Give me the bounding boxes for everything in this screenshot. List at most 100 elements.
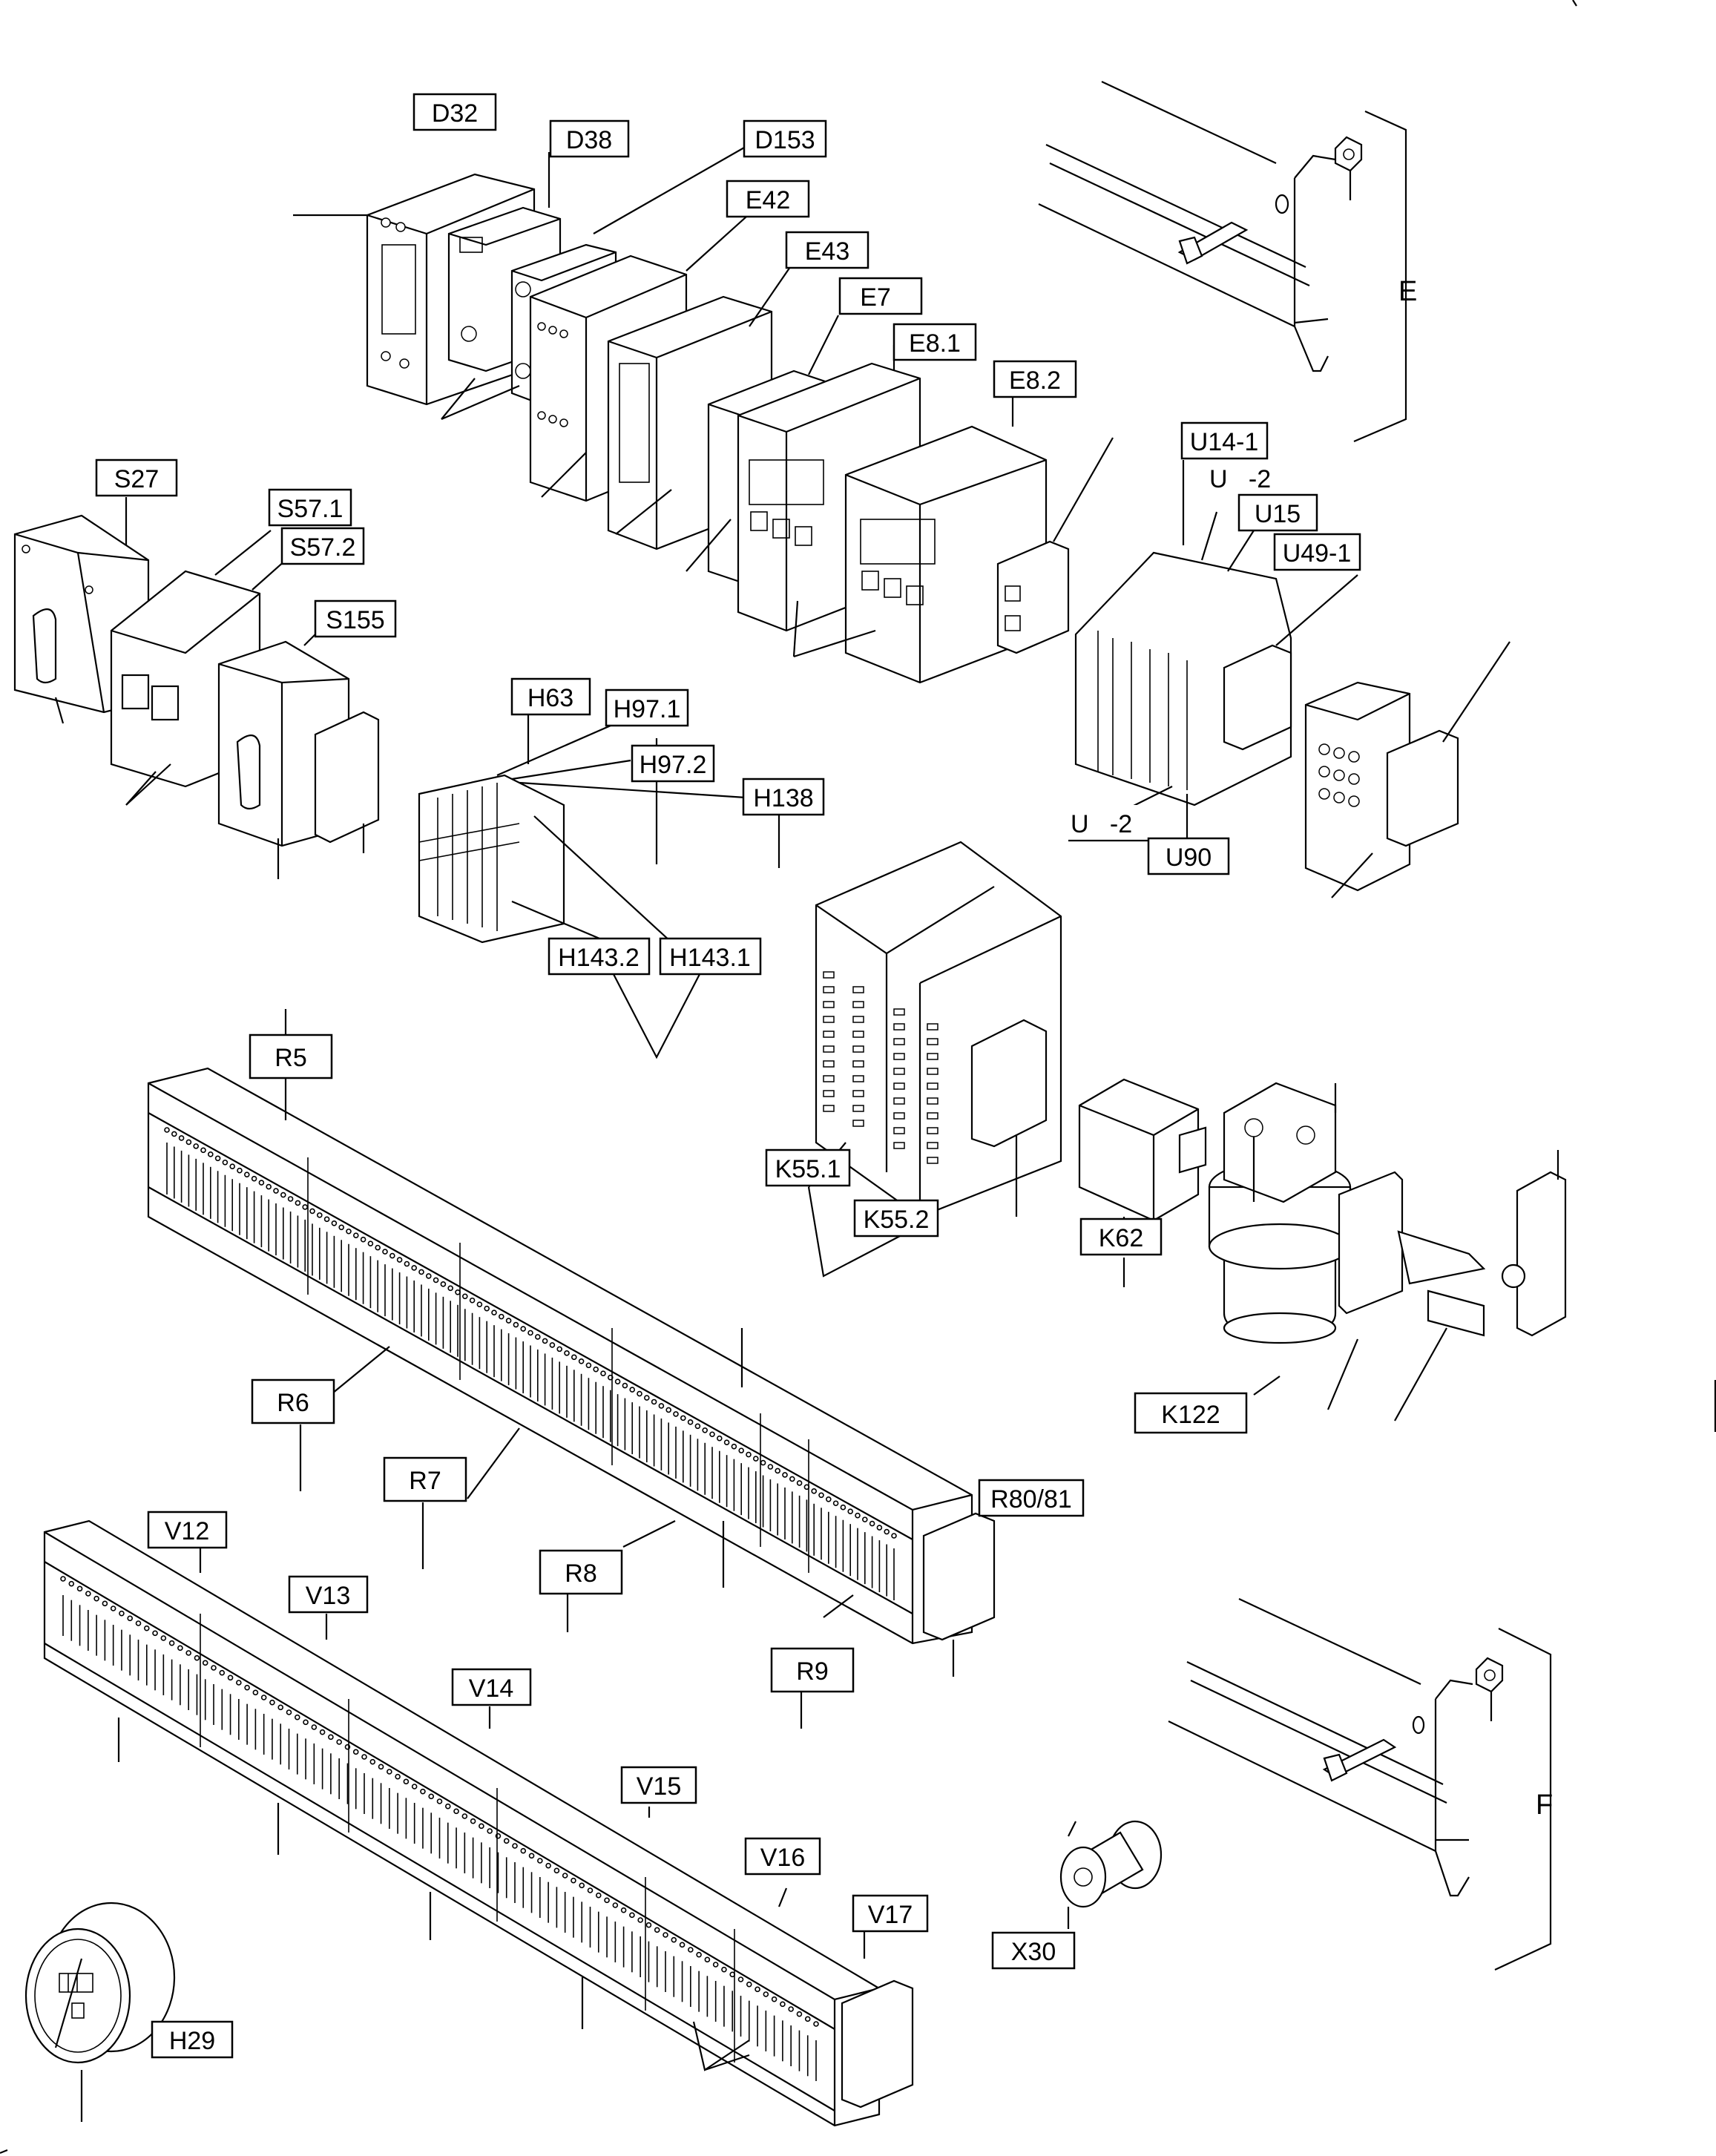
svg-text:R5: R5 [275, 1044, 306, 1072]
svg-text:S57.2: S57.2 [290, 533, 356, 562]
label-h97-1: H97.1 [605, 688, 689, 727]
svg-text:H97.2: H97.2 [640, 751, 707, 779]
label-u-2-top: U -2 [1206, 460, 1291, 496]
terminal-rail-r [147, 1009, 996, 1729]
terminal-rail-v [43, 1519, 914, 2127]
svg-text:U -2: U -2 [1209, 465, 1271, 493]
label-s155: S155 [314, 599, 397, 638]
svg-text:E8.2: E8.2 [1009, 367, 1061, 395]
end-clamp-top [996, 437, 1114, 654]
label-v14: V14 [451, 1668, 532, 1706]
svg-text:H29: H29 [169, 2027, 215, 2055]
label-e8-2: E8.2 [993, 360, 1077, 398]
svg-text:D153: D153 [755, 126, 815, 154]
svg-text:R80/81: R80/81 [990, 1485, 1072, 1514]
svg-text:X30: X30 [1011, 1938, 1056, 1966]
svg-text:U15: U15 [1255, 500, 1301, 528]
label-r9: R9 [770, 1647, 855, 1693]
svg-text:U49-1: U49-1 [1283, 539, 1352, 568]
label-h138: H138 [742, 778, 825, 816]
lamp-group-h [418, 694, 780, 1059]
svg-text:K62: K62 [1099, 1224, 1144, 1252]
svg-text:H63: H63 [527, 684, 573, 712]
label-v13: V13 [288, 1575, 369, 1614]
label-d38: D38 [549, 119, 630, 158]
svg-text:E7: E7 [860, 283, 891, 312]
label-r7: R7 [383, 1456, 467, 1502]
svg-text:R9: R9 [796, 1657, 828, 1686]
label-h143-1: H143.1 [659, 937, 762, 976]
svg-text:H97.1: H97.1 [614, 695, 681, 723]
socket-x30 [1059, 1820, 1163, 1929]
label-k55-1: K55.1 [765, 1148, 851, 1187]
svg-text:S57.1: S57.1 [277, 495, 343, 523]
detail-letter-e: E [1398, 276, 1417, 307]
terminal-group-u [1074, 460, 1358, 838]
relay-k55 [807, 841, 1062, 1278]
gauge-h29 [24, 1902, 176, 2122]
label-u15: U15 [1237, 493, 1318, 532]
svg-text:K122: K122 [1161, 1401, 1220, 1429]
detail-f-rail: F [1168, 1598, 1553, 1971]
svg-text:R7: R7 [409, 1467, 441, 1495]
label-k62: K62 [1079, 1217, 1163, 1256]
label-h63: H63 [510, 677, 591, 716]
svg-text:E8.1: E8.1 [909, 329, 961, 358]
label-s57-2: S57.2 [280, 527, 365, 565]
label-h29: H29 [151, 2020, 234, 2059]
label-h143-2: H143.2 [548, 937, 651, 976]
label-d32: D32 [412, 93, 497, 131]
label-e43: E43 [785, 231, 869, 269]
svg-text:U90: U90 [1166, 844, 1212, 872]
svg-text:U -2: U -2 [1071, 810, 1132, 838]
label-u90: U90 [1147, 837, 1230, 875]
svg-text:V13: V13 [306, 1582, 351, 1610]
svg-text:E42: E42 [746, 186, 791, 214]
svg-text:S155: S155 [326, 606, 384, 634]
display-e8-2 [844, 393, 1048, 684]
svg-text:V14: V14 [469, 1674, 514, 1703]
svg-text:H143.2: H143.2 [558, 944, 640, 972]
label-e7: E7 [838, 277, 923, 315]
label-r80-81: R80/81 [978, 1479, 1085, 1517]
svg-text:E43: E43 [805, 237, 850, 266]
switch-group-s [13, 497, 380, 879]
label-s27: S27 [95, 459, 178, 497]
label-v12: V12 [147, 1511, 228, 1549]
svg-text:V17: V17 [868, 1901, 913, 1929]
svg-text:S27: S27 [114, 465, 160, 493]
svg-text:H138: H138 [753, 784, 813, 812]
label-d153: D153 [743, 119, 827, 158]
svg-text:R6: R6 [277, 1389, 309, 1417]
label-s57-1: S57.1 [268, 488, 352, 527]
label-r6: R6 [251, 1378, 335, 1424]
svg-text:V15: V15 [637, 1772, 682, 1801]
label-e42: E42 [726, 180, 810, 218]
part-labels: D32 D38 D153 E42 E43 E7 E8.1 E8.2 U14-1 … [95, 93, 1361, 2059]
label-r5: R5 [249, 1033, 333, 1079]
svg-text:V16: V16 [760, 1844, 806, 1872]
svg-text:D38: D38 [566, 126, 612, 154]
label-v15: V15 [620, 1766, 697, 1804]
switch-s155 [217, 622, 380, 879]
svg-text:H143.1: H143.1 [669, 944, 751, 972]
detail-e-rail: E [1038, 81, 1417, 443]
detail-letter-f: F [1536, 1789, 1553, 1821]
label-v17: V17 [852, 1894, 929, 1933]
svg-text:K55.2: K55.2 [864, 1206, 930, 1234]
svg-text:U14-1: U14-1 [1190, 428, 1259, 456]
contactor-k122 [1208, 1082, 1567, 1422]
relay-k62 [1078, 1078, 1207, 1287]
svg-text:D32: D32 [432, 99, 478, 128]
relay-row-top [293, 144, 1114, 684]
label-r8: R8 [539, 1549, 623, 1595]
svg-text:R8: R8 [565, 1560, 596, 1588]
label-u-2-bottom: U -2 [1068, 805, 1154, 842]
label-k55-2: K55.2 [853, 1199, 939, 1238]
label-e8-1: E8.1 [892, 323, 977, 361]
label-v16: V16 [744, 1837, 821, 1876]
svg-text:K55.1: K55.1 [775, 1155, 841, 1183]
label-u14-1: U14-1 [1180, 421, 1269, 460]
